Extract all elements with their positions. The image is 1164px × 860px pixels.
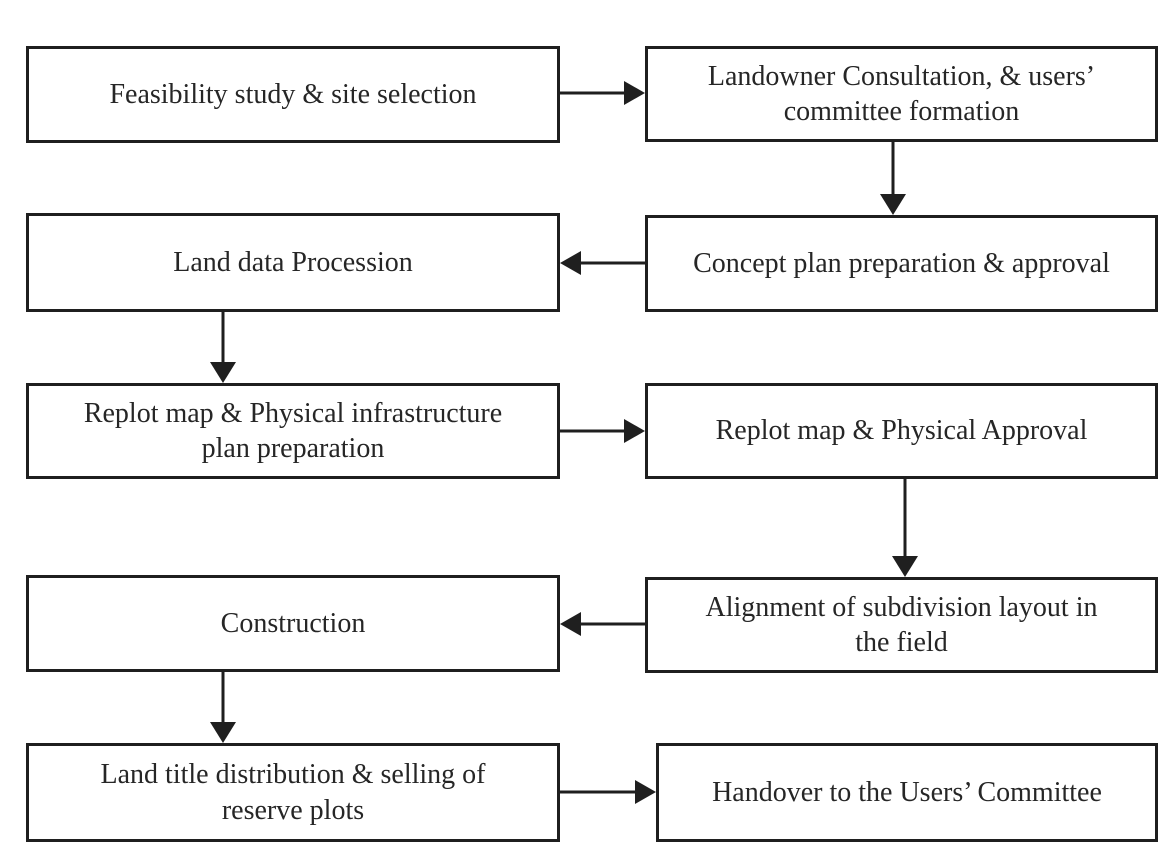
arrow-right-feasibility-to-landowner-icon [560,81,645,105]
arrow-left-concept-to-land-data-icon [560,251,645,275]
arrow-head-left-icon [560,251,581,275]
node-landowner-consultation: Landowner Consultation, & users’ committ… [645,46,1158,142]
arrow-right-land-title-to-handover-icon [560,780,656,804]
node-replot-map-approval: Replot map & Physical Approval [645,383,1158,479]
node-handover-committee: Handover to the Users’ Committee [656,743,1158,842]
node-land-title-distribution: Land title distribution & selling of res… [26,743,560,842]
arrow-shaft [221,312,225,369]
arrow-left-alignment-to-construction-icon [560,612,645,636]
arrow-head-down-icon [210,362,236,383]
arrow-shaft [574,622,645,626]
arrow-right-replot-prep-to-approval-icon [560,419,645,443]
arrow-shaft [560,790,642,794]
node-construction: Construction [26,575,560,672]
node-land-data-procession: Land data Procession [26,213,560,312]
arrow-down-construction-to-land-title-icon [210,672,236,743]
arrow-down-landowner-to-concept-icon [880,142,906,215]
node-feasibility-study: Feasibility study & site selection [26,46,560,143]
arrow-shaft [903,479,907,563]
arrow-head-down-icon [880,194,906,215]
node-concept-plan: Concept plan preparation & approval [645,215,1158,312]
node-alignment-subdivision: Alignment of subdivision layout in the f… [645,577,1158,673]
arrow-head-right-icon [624,81,645,105]
arrow-down-approval-to-alignment-icon [892,479,918,577]
node-replot-map-preparation: Replot map & Physical infrastructure pla… [26,383,560,479]
arrow-head-right-icon [635,780,656,804]
arrow-head-left-icon [560,612,581,636]
arrow-shaft [221,672,225,729]
arrow-head-down-icon [210,722,236,743]
arrow-shaft [574,261,645,265]
arrow-shaft [891,142,895,201]
arrow-down-land-data-to-replot-prep-icon [210,312,236,383]
arrow-head-down-icon [892,556,918,577]
arrow-shaft [560,429,631,433]
arrow-head-right-icon [624,419,645,443]
arrow-shaft [560,91,631,95]
